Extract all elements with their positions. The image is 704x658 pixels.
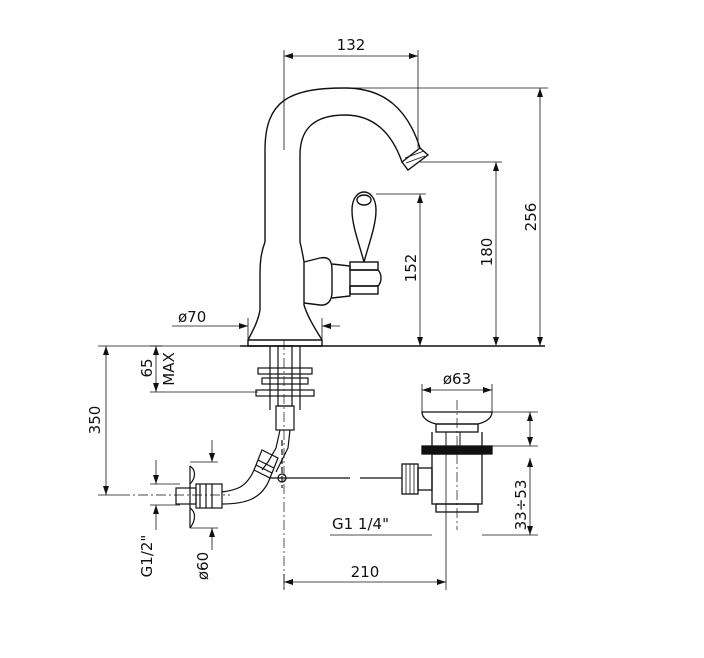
dimension-lines (98, 50, 548, 590)
under-counter-fixings (175, 345, 402, 529)
dim-waste-height: 33÷53 (512, 480, 530, 531)
dim-rosette-diameter: ø60 (194, 552, 212, 580)
dim-deck-thickness-max: MAX (160, 352, 178, 385)
faucet-body (247, 87, 430, 347)
dim-height-handle: 152 (402, 254, 420, 283)
dim-waste-thread: G1 1/4" (332, 515, 389, 533)
dim-height-total: 256 (522, 203, 540, 232)
dim-rod-length: 210 (351, 563, 380, 581)
dim-height-spout: 180 (478, 238, 496, 267)
waste-assembly (401, 411, 493, 513)
dim-under-counter-depth: 350 (86, 406, 104, 435)
dim-base-diameter: ø70 (178, 308, 206, 326)
dim-supply-thread: G1/2" (138, 535, 156, 578)
centerlines (120, 340, 458, 590)
dim-waste-diameter: ø63 (443, 370, 471, 388)
dim-width-top: 132 (337, 36, 366, 54)
dim-deck-thickness: 65 (138, 358, 156, 377)
